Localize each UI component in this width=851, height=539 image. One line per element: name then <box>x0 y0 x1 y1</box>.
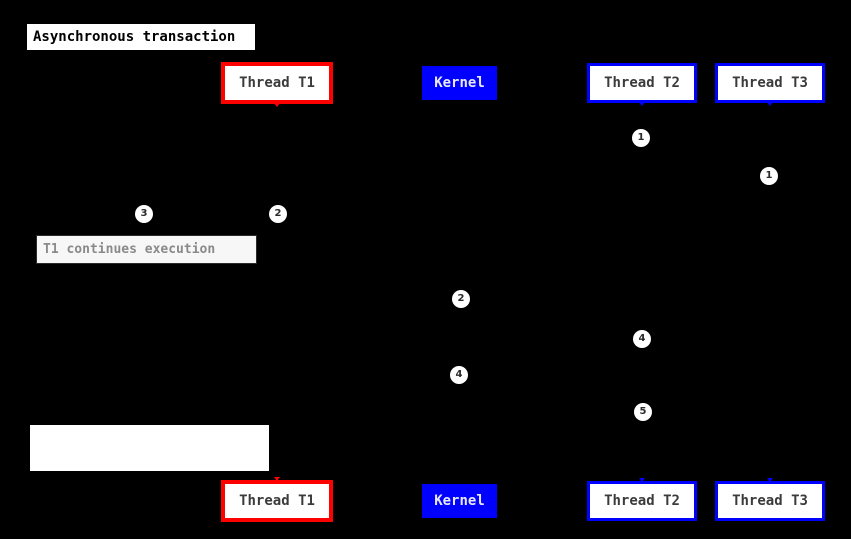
lifeline-stub-icon <box>767 102 773 106</box>
step-badge-5: 5 <box>634 403 652 421</box>
step-badge-1: 1 <box>632 129 650 147</box>
lifeline-stub-icon <box>274 477 280 481</box>
lane-label: Thread T1 <box>239 493 315 509</box>
lifeline-stub-icon <box>639 102 645 106</box>
step-badge-1: 1 <box>760 167 778 185</box>
lifeline-stub-icon <box>767 478 773 482</box>
lane-label: Thread T3 <box>732 75 808 91</box>
lane-label: Kernel <box>434 75 485 91</box>
step-badge-3: 3 <box>135 205 153 223</box>
lane-label: Thread T2 <box>604 75 680 91</box>
note-box-blank <box>30 425 269 471</box>
lane-bottom-kernel[interactable]: Kernel <box>422 484 497 518</box>
lifeline-thread-t1 <box>277 104 278 480</box>
diagram-title: Asynchronous transaction <box>27 24 255 50</box>
lane-top-thread-t3[interactable]: Thread T3 <box>715 63 825 103</box>
lane-label: Kernel <box>434 493 485 509</box>
lane-label: Thread T2 <box>604 493 680 509</box>
step-badge-2: 2 <box>269 205 287 223</box>
lane-label: Thread T3 <box>732 493 808 509</box>
lane-bottom-thread-t1[interactable]: Thread T1 <box>221 480 333 522</box>
note-box: T1 continues execution <box>36 235 257 264</box>
step-badge-2: 2 <box>452 290 470 308</box>
lane-bottom-thread-t2[interactable]: Thread T2 <box>587 481 697 521</box>
lifeline-thread-t3 <box>770 103 771 481</box>
lane-bottom-thread-t3[interactable]: Thread T3 <box>715 481 825 521</box>
lifeline-thread-t2 <box>642 103 643 481</box>
lane-label: Thread T1 <box>239 75 315 91</box>
lane-top-thread-t1[interactable]: Thread T1 <box>221 62 333 104</box>
lifeline-stub-icon <box>274 103 280 107</box>
lifeline-stub-icon <box>639 478 645 482</box>
step-badge-4: 4 <box>450 366 468 384</box>
step-badge-4: 4 <box>633 330 651 348</box>
lane-top-kernel[interactable]: Kernel <box>422 66 497 100</box>
lane-top-thread-t2[interactable]: Thread T2 <box>587 63 697 103</box>
note-text: T1 continues execution <box>43 242 216 257</box>
